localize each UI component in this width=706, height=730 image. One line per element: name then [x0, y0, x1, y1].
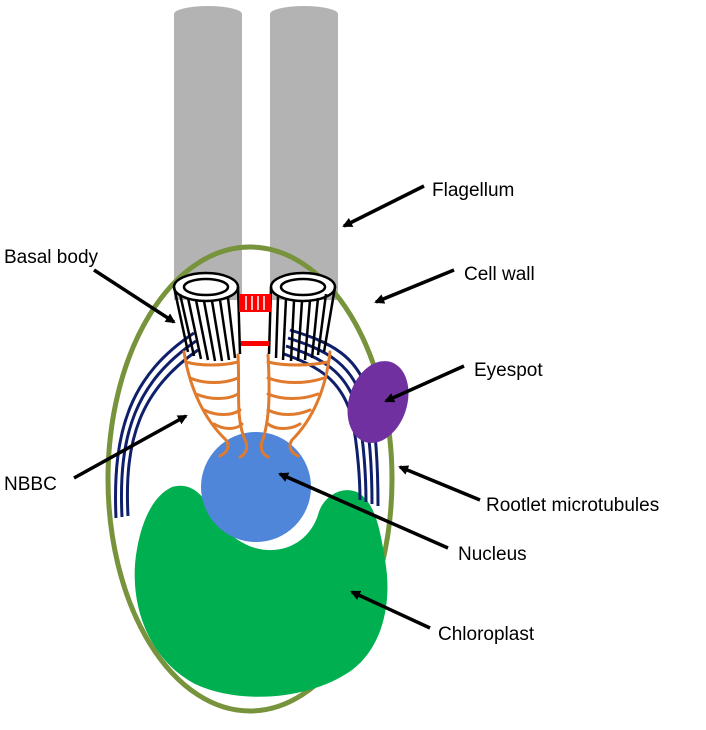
cell-wall: [105, 244, 395, 714]
pointer-arrows: [73, 184, 481, 630]
arrow-nbbc: [73, 414, 188, 480]
label-cell-wall: Cell wall: [464, 264, 535, 285]
label-eyespot: Eyespot: [474, 360, 543, 381]
basal-body-left: [172, 271, 242, 362]
label-chloroplast: Chloroplast: [438, 624, 535, 645]
label-basal-body: Basal body: [4, 247, 99, 268]
nucleus: [201, 432, 311, 542]
label-nbbc: NBBC: [4, 474, 57, 495]
eyespot: [347, 361, 409, 443]
arrow-chloroplast: [350, 590, 431, 630]
basal-body-right: [267, 271, 337, 362]
flagellum-left: [174, 6, 242, 300]
arrow-cell-wall: [374, 268, 455, 304]
label-flagellum: Flagellum: [432, 180, 514, 201]
label-nucleus: Nucleus: [458, 544, 527, 565]
chloroplast: [134, 485, 388, 697]
arrow-nucleus: [278, 472, 449, 550]
rootlet-microtubules-left: [114, 331, 199, 519]
connecting-fibers: [239, 294, 271, 346]
nbbc-fibers: [182, 350, 332, 459]
label-rootlet-microtubules: Rootlet microtubules: [486, 495, 659, 516]
arrow-flagellum: [342, 184, 425, 228]
arrow-basal-body: [93, 268, 176, 324]
arrow-rootlet: [398, 465, 481, 502]
flagellum-right: [270, 6, 338, 300]
arrow-eyespot: [384, 364, 465, 403]
flagella: [174, 6, 338, 300]
